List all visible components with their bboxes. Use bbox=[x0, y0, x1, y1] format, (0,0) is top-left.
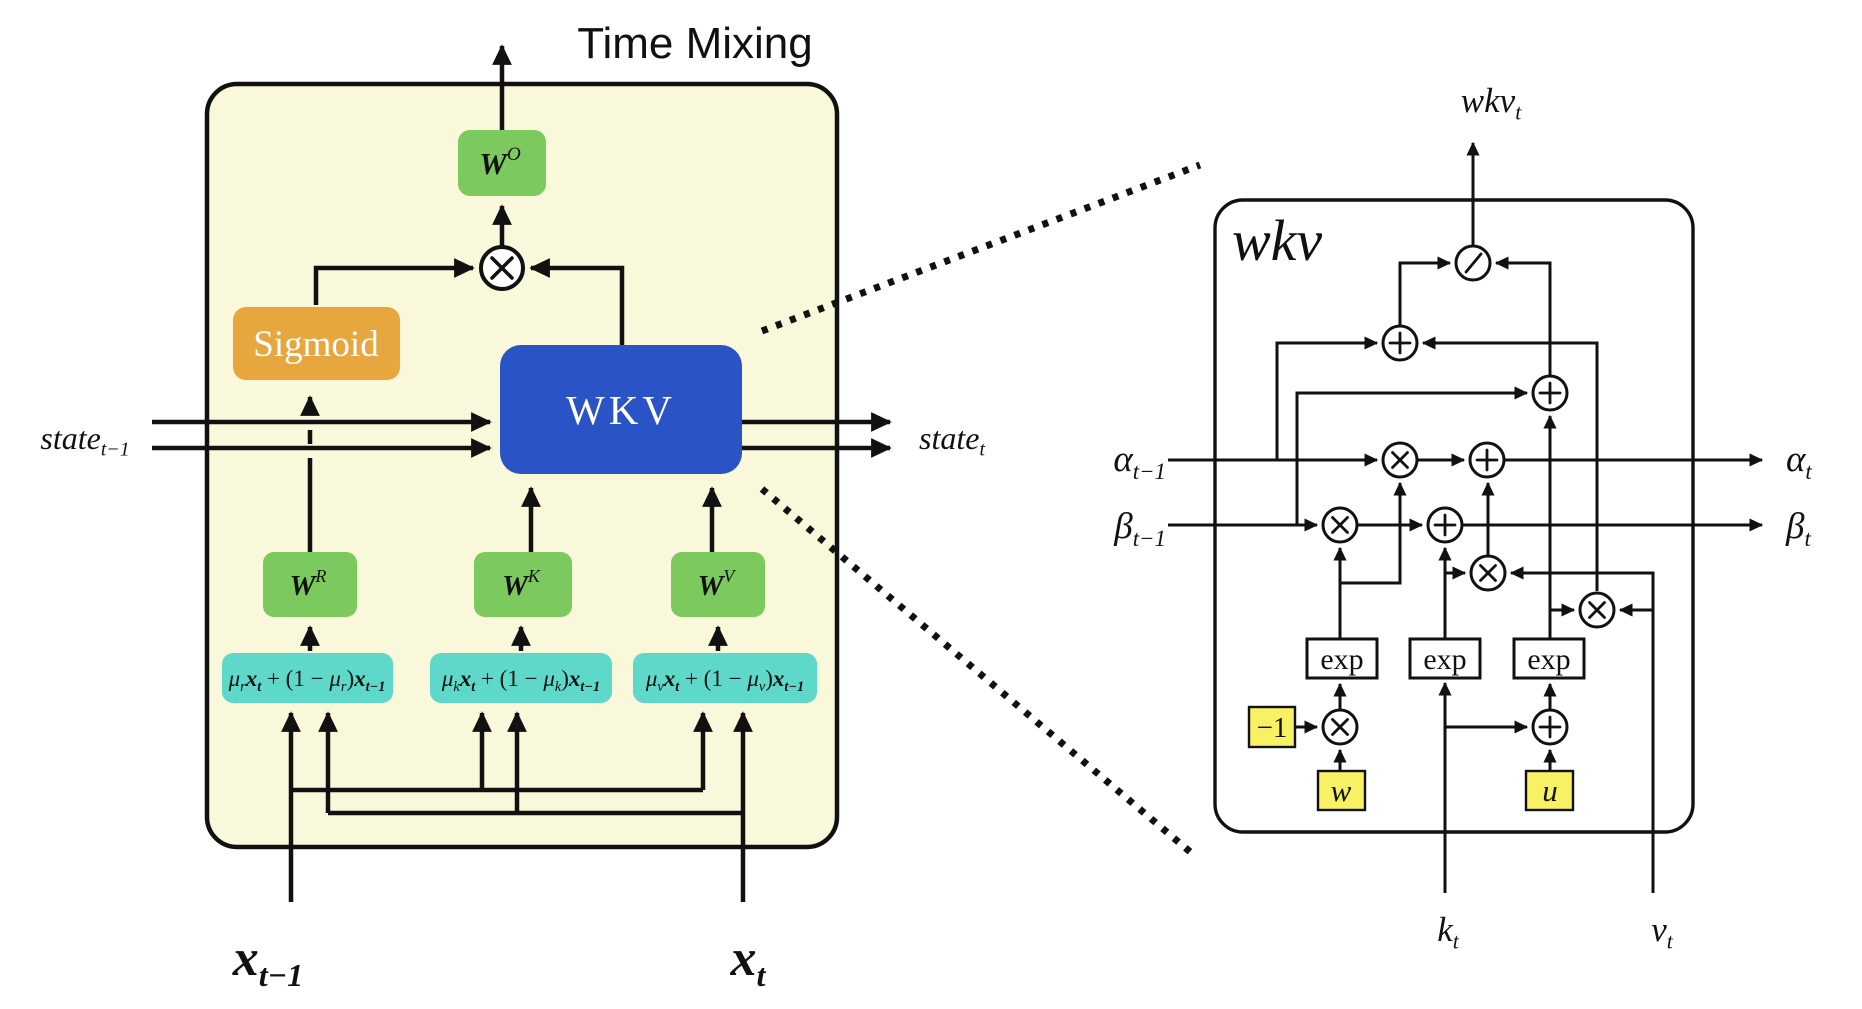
wkv-label: WKV bbox=[566, 387, 676, 433]
edge-exp1-to-alphamul bbox=[1340, 481, 1407, 585]
edge-sigmoid-to-multiply bbox=[313, 258, 475, 305]
wo-label: WO bbox=[479, 144, 521, 181]
x-cur-label: xt bbox=[730, 930, 767, 993]
state-next-label: statet bbox=[919, 420, 985, 461]
w-label: w bbox=[1331, 773, 1352, 808]
kv-multiply-icon bbox=[1479, 564, 1497, 582]
beta-prev-label: βt−1 bbox=[1113, 506, 1166, 551]
w-box bbox=[1316, 769, 1367, 812]
beta-next-label: βt bbox=[1785, 506, 1811, 551]
edge-v-riser bbox=[1509, 566, 1655, 893]
mix-k-label: μkxt + (1 − μk)xt−1 bbox=[441, 666, 600, 695]
wr-label: WR bbox=[290, 566, 327, 602]
wkv-out-label: wkvt bbox=[1461, 81, 1522, 124]
edge-alpha-branch-to-num bbox=[1275, 336, 1379, 460]
u-box bbox=[1524, 769, 1575, 812]
zoom-connector-top bbox=[760, 161, 1202, 335]
wv-box bbox=[671, 552, 765, 617]
exp2-label: exp bbox=[1423, 643, 1466, 676]
neg-one-label: −1 bbox=[1257, 712, 1288, 744]
alpha-prev-label: αt−1 bbox=[1113, 439, 1166, 484]
wk-label: WK bbox=[502, 566, 541, 602]
wk-box bbox=[474, 552, 572, 617]
wv-label: WV bbox=[698, 566, 737, 602]
exp3-box bbox=[1512, 637, 1586, 680]
alpha-next-label: αt bbox=[1786, 439, 1812, 484]
numerator-add-icon bbox=[1388, 331, 1412, 355]
mix-r-box bbox=[222, 653, 393, 703]
wr-box bbox=[263, 552, 357, 617]
exp1-box bbox=[1305, 637, 1379, 680]
mix-v-box bbox=[633, 653, 817, 703]
edge-ukv-to-num bbox=[1421, 336, 1599, 591]
alpha-add-icon bbox=[1475, 448, 1499, 472]
v-label: vt bbox=[1651, 910, 1674, 953]
u-add-icon bbox=[1538, 715, 1562, 739]
uv-multiply-icon bbox=[1588, 601, 1606, 619]
exp1-label: exp bbox=[1320, 643, 1363, 676]
k-label: kt bbox=[1437, 910, 1460, 953]
beta-multiply-icon bbox=[1331, 516, 1349, 534]
mix-r-label: μrxt + (1 − μr)xt−1 bbox=[228, 666, 386, 695]
beta-add-icon bbox=[1433, 513, 1457, 537]
multiply-icon bbox=[490, 256, 514, 280]
neg-one-box bbox=[1247, 705, 1297, 749]
state-prev-label: statet−1 bbox=[40, 420, 129, 461]
exp2-box bbox=[1408, 637, 1482, 680]
x-prev-label: xt−1 bbox=[232, 930, 304, 993]
wkv-box bbox=[500, 345, 742, 474]
alpha-multiply-icon bbox=[1391, 451, 1409, 469]
edge-num-to-div bbox=[1398, 256, 1452, 325]
wkv-panel-label: wkv bbox=[1232, 208, 1322, 273]
wo-box bbox=[458, 130, 546, 196]
u-label: u bbox=[1542, 773, 1558, 808]
sigmoid-label: Sigmoid bbox=[253, 324, 379, 365]
mix-v-label: μvxt + (1 − μv)xt−1 bbox=[645, 666, 804, 695]
divide-icon bbox=[1464, 252, 1483, 274]
edge-wkv-to-multiply bbox=[529, 258, 625, 345]
exp3-label: exp bbox=[1527, 643, 1570, 676]
mix-k-box bbox=[430, 653, 612, 703]
sigmoid-box bbox=[233, 307, 400, 380]
denominator-add-icon bbox=[1538, 381, 1562, 405]
edge-beta-branch-to-den bbox=[1295, 386, 1529, 525]
zoom-connector-bottom bbox=[759, 486, 1198, 859]
edge-den-to-div bbox=[1494, 256, 1552, 375]
w-multiply-icon bbox=[1331, 718, 1349, 736]
time-mixing-title: Time Mixing bbox=[577, 19, 813, 68]
